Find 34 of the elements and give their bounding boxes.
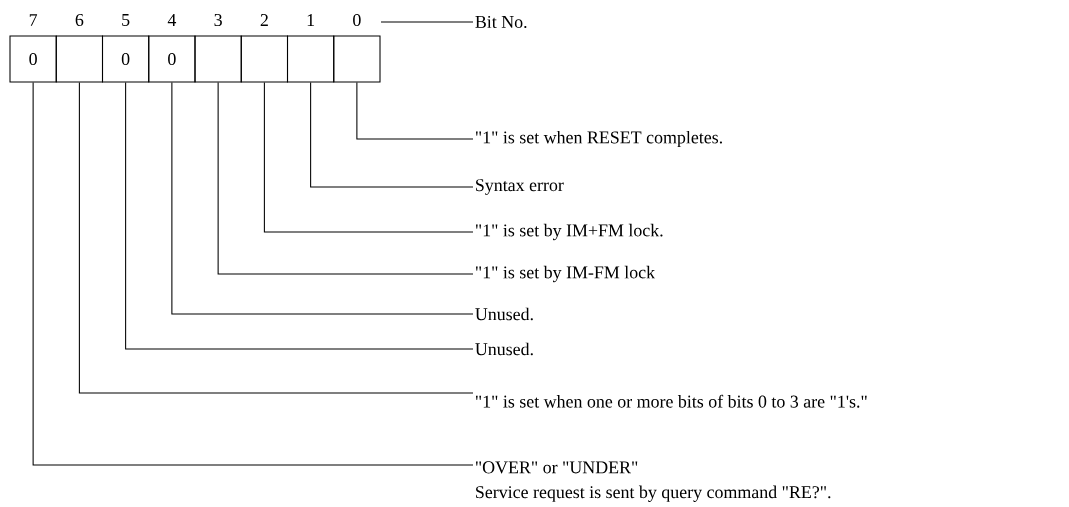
bit-number: 7 xyxy=(29,14,38,26)
leader-line xyxy=(217,82,474,275)
bit-cell xyxy=(333,35,381,83)
bit-number: 0 xyxy=(353,13,361,27)
description-text: "1" is set when RESET completes. xyxy=(475,130,722,148)
description-text: "OVER" or "UNDER" Service request is sent by query command "RE?". xyxy=(475,461,831,502)
description-text: "1" is set by IM+FM lock. xyxy=(475,223,663,241)
leader-line xyxy=(356,82,474,140)
leader-line xyxy=(78,82,474,394)
leader-line xyxy=(171,82,474,315)
description-text: Unused. xyxy=(475,307,533,321)
bit-number: 3 xyxy=(214,14,222,26)
bit-number: 6 xyxy=(75,14,84,26)
bit-number: 1 xyxy=(307,14,315,26)
bit-cell: 0 xyxy=(148,35,196,83)
heading-label: Bit No. xyxy=(475,15,527,29)
bit-cell: 0 xyxy=(9,35,57,83)
bit-cell xyxy=(240,35,289,83)
bit-cell: 0 xyxy=(101,35,150,83)
leader-line xyxy=(125,82,474,350)
bit-cell xyxy=(286,35,335,83)
bit-cell xyxy=(55,35,104,83)
bit-number: 5 xyxy=(122,14,130,26)
description-text: Syntax error xyxy=(476,179,564,195)
bit-number: 2 xyxy=(260,14,268,26)
leader-line xyxy=(263,82,474,233)
bit-cell xyxy=(194,35,242,83)
description-text: "1" is set by IM-FM lock xyxy=(475,265,656,283)
description-text: Unused. xyxy=(475,342,533,356)
bit-number: 4 xyxy=(167,14,177,26)
description-text: "1" is set when one or more bits of bits 0 to 3 are "1's." xyxy=(475,394,867,408)
leader-line xyxy=(32,82,474,466)
leader-line xyxy=(310,82,474,188)
leader-line xyxy=(380,21,474,23)
